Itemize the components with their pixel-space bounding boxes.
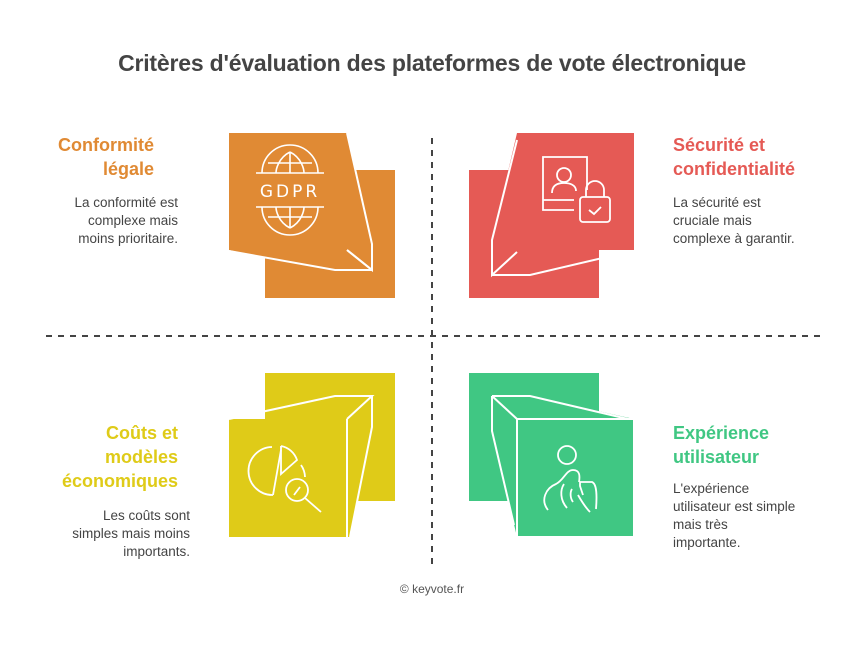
securite-title: Sécurité et confidentialité [673,133,853,181]
securite-title-line-1: Sécurité et [673,135,766,155]
desc-line: La conformité est [74,195,178,210]
desc-line: complexe à garantir. [673,231,795,246]
experience-title-line-2: utilisateur [673,447,760,467]
desc-line: importante. [673,535,741,550]
conformite-title: Conformité légale [20,133,154,181]
couts-description: Les coûts sont simples mais moins import… [20,507,190,561]
user-touch-gesture-icon [543,445,598,513]
conformite-title-line-2: légale [102,159,154,179]
desc-line: Les coûts sont [102,508,190,523]
couts-title-line-3: économiques [61,471,178,491]
desc-line: mais très [673,517,728,532]
securite-description: La sécurité est cruciale mais complexe à… [673,194,853,248]
desc-line: complexe mais [87,213,178,228]
desc-line: importants. [123,544,190,559]
svg-text:GDPR: GDPR [260,182,320,202]
couts-title: Coûts et modèles économiques [20,421,178,493]
conformite-shape: GDPR [228,132,395,298]
conformite-title-line-1: Conformité [58,135,154,155]
desc-line: La sécurité est [673,195,761,210]
user-badge-lock-icon [542,156,611,223]
footer-credit[interactable]: © keyvote.fr [399,582,465,596]
experience-title: Expérience utilisateur [673,421,853,469]
securite-shape [469,133,634,298]
desc-line: L'expérience [673,481,750,496]
experience-shape [469,373,635,538]
desc-line: utilisateur est simple [673,499,796,514]
desc-line: simples mais moins [72,526,190,541]
experience-title-line-1: Expérience [673,423,770,443]
pie-chart-magnifier-icon [247,445,322,513]
couts-shape [228,373,395,538]
gdpr-globe-icon: GDPR [256,144,324,236]
experience-description: L'expérience utilisateur est simple mais… [673,480,853,552]
couts-title-line-2: modèles [104,447,178,467]
couts-title-line-1: Coûts et [106,423,178,443]
conformite-description: La conformité est complexe mais moins pr… [20,194,178,248]
desc-line: cruciale mais [673,213,752,228]
securite-title-line-2: confidentialité [673,159,796,179]
desc-line: moins prioritaire. [78,231,178,246]
page-title: Critères d'évaluation des plateformes de… [118,50,746,76]
